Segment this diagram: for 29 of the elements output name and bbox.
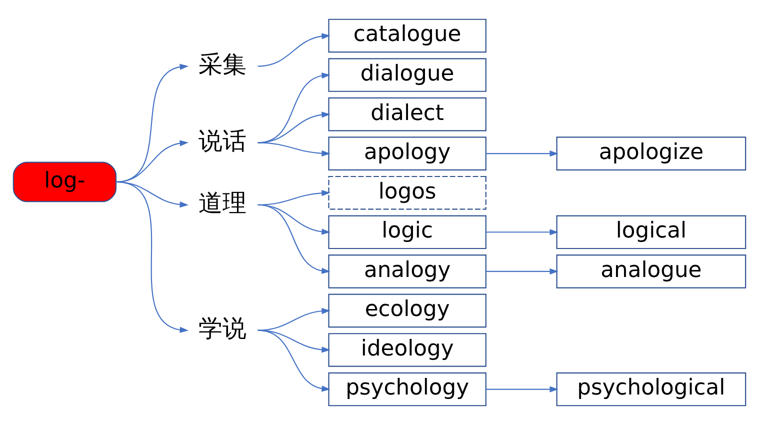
node-box: ecology [328, 293, 486, 328]
node-box: logical [556, 214, 746, 249]
node-box: analogy [328, 254, 486, 288]
node-box: apology [328, 136, 486, 170]
arrow [485, 228, 558, 235]
arrow [257, 307, 330, 330]
node-box: dialogue [328, 58, 486, 92]
node-box: psychology [328, 372, 486, 406]
node-box: apologize [556, 136, 746, 170]
node-text: 道理 [198, 188, 246, 216]
node-box: dialect [328, 96, 486, 131]
arrow [257, 32, 330, 66]
arrow [257, 204, 330, 274]
node-box: logic [328, 214, 486, 249]
arrow [485, 386, 558, 392]
node-text: 说话 [198, 126, 246, 154]
node-box: psychological [556, 372, 746, 406]
node-box: ideology [328, 332, 486, 366]
arrow [485, 268, 558, 274]
node-box: logos [328, 175, 486, 210]
arrow [257, 142, 330, 156]
node-text: 学说 [198, 314, 246, 342]
arrow [115, 180, 188, 332]
arrow [257, 329, 330, 392]
node-box: log- [12, 161, 116, 202]
arrow [485, 150, 558, 156]
node-box: analogue [556, 254, 746, 288]
node-text: 采集 [198, 50, 246, 78]
node-box: catalogue [328, 18, 486, 52]
